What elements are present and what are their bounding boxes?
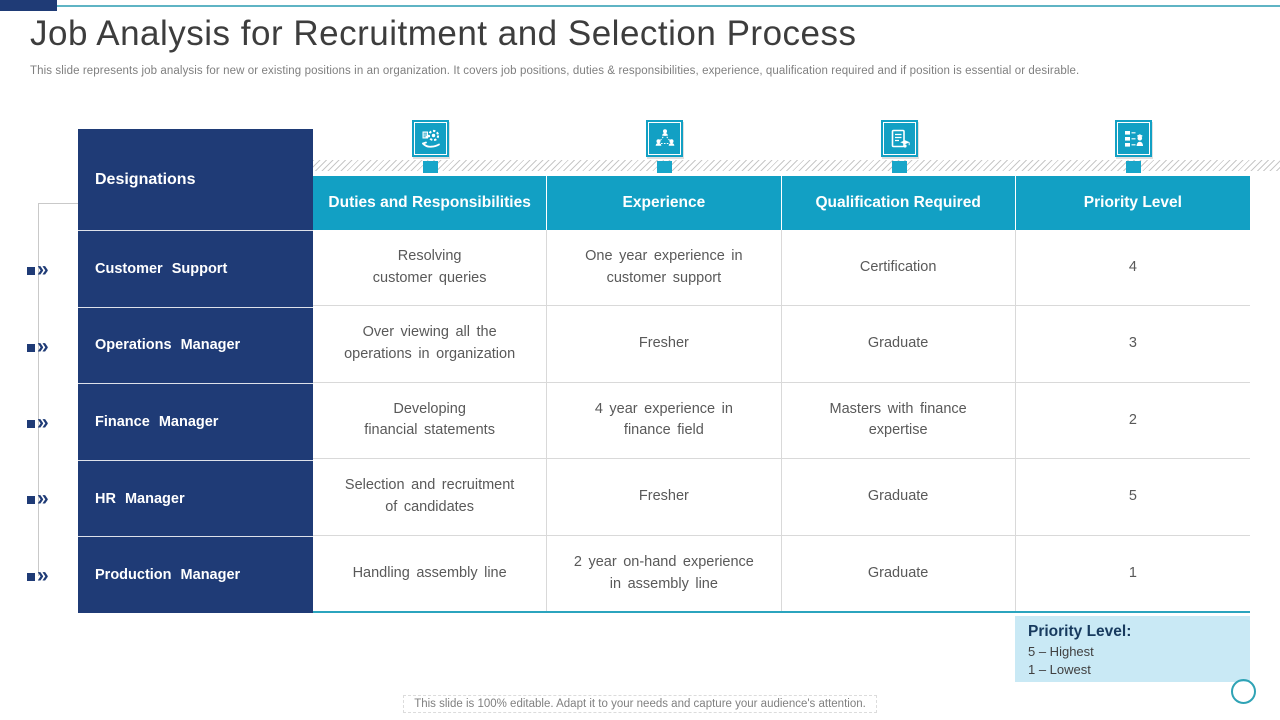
table-body: Resolving customer queries One year expe…	[313, 230, 1250, 612]
gear-hand-icon	[412, 120, 449, 157]
row-marker-chevron-icon: »	[27, 336, 49, 357]
footer: This slide is 100% editable. Adapt it to…	[0, 694, 1280, 713]
experience-cell: One year experience in customer support	[547, 230, 782, 306]
experience-cell: 2 year on-hand experience in assembly li…	[547, 535, 782, 612]
designation-cell: Production Manager	[78, 536, 313, 613]
icon-pointer-square	[423, 161, 438, 173]
qualification-cell: Graduate	[782, 535, 1016, 612]
table-row: Over viewing all the operations in organ…	[313, 306, 1250, 383]
table-row: Selection and recruitment of candidates …	[313, 459, 1250, 536]
top-accent-line	[0, 5, 1280, 7]
table-header-row: Duties and Responsibilities Experience Q…	[313, 176, 1250, 230]
page-title: Job Analysis for Recruitment and Selecti…	[30, 14, 857, 53]
icon-pointer-square	[1126, 161, 1141, 173]
designation-cell: Operations Manager	[78, 306, 313, 384]
priority-cell: 2	[1128, 411, 1137, 428]
column-header: Experience	[547, 176, 782, 230]
duties-cell: Developing financial statements	[313, 382, 548, 459]
legend-title: Priority Level:	[1028, 623, 1132, 640]
page-subtitle: This slide represents job analysis for n…	[30, 65, 1080, 77]
column-header: Qualification Required	[782, 176, 1016, 230]
duties-cell: Over viewing all the operations in organ…	[313, 306, 548, 382]
experience-cell: Fresher	[547, 459, 782, 535]
table-row: Developing financial statements 4 year e…	[313, 382, 1250, 460]
priority-cell: 3	[1128, 335, 1137, 352]
column-header: Duties and Responsibilities	[313, 176, 548, 230]
row-marker-chevron-icon: »	[27, 412, 49, 433]
legend-line: 1 – Lowest	[1028, 661, 1091, 677]
duties-cell: Resolving customer queries	[313, 230, 548, 306]
priority-cell: 5	[1128, 487, 1137, 504]
row-marker-chevron-icon: »	[27, 259, 49, 280]
icon-pointer-square	[892, 161, 907, 173]
row-marker-chevron-icon: »	[27, 565, 49, 586]
hatched-divider-band	[313, 160, 1280, 171]
certificate-graduation-icon	[881, 120, 918, 157]
designation-cell: Finance Manager	[78, 383, 313, 460]
duties-cell: Selection and recruitment of candidates	[313, 459, 548, 535]
qualification-cell: Certification	[782, 230, 1016, 306]
duties-cell: Handling assembly line	[313, 535, 548, 612]
priority-legend: Priority Level: 5 – Highest 1 – Lowest	[1015, 616, 1250, 682]
qualification-cell: Graduate	[782, 459, 1016, 535]
corner-circle-decoration	[1231, 679, 1256, 704]
table-row: Resolving customer queries One year expe…	[313, 230, 1250, 307]
priority-cell: 1	[1128, 564, 1137, 581]
connector-vertical-line	[38, 203, 39, 576]
qualification-cell: Graduate	[782, 306, 1016, 382]
team-network-icon	[646, 120, 683, 157]
row-marker-chevron-icon: »	[27, 488, 49, 509]
designation-cell: HR Manager	[78, 459, 313, 537]
designations-header: Designations	[95, 170, 196, 188]
icon-pointer-square	[657, 161, 672, 173]
connector-horizontal-line	[38, 203, 78, 204]
experience-cell: 4 year experience in finance field	[547, 382, 782, 459]
table-bottom-accent-line	[313, 611, 1250, 613]
top-accent-rect	[0, 0, 57, 11]
experience-cell: Fresher	[547, 306, 782, 382]
designations-column: Designations Customer Support Operations…	[78, 129, 313, 613]
legend-line: 5 – Highest	[1028, 644, 1094, 659]
footer-text: This slide is 100% editable. Adapt it to…	[403, 695, 877, 713]
column-header: Priority Level	[1083, 194, 1182, 212]
designation-cell: Customer Support	[78, 230, 313, 307]
priority-cell: 4	[1128, 258, 1137, 275]
qualification-cell: Masters with finance expertise	[782, 382, 1016, 459]
table-row: Handling assembly line 2 year on-hand ex…	[313, 535, 1250, 612]
priority-list-person-icon	[1115, 120, 1152, 157]
